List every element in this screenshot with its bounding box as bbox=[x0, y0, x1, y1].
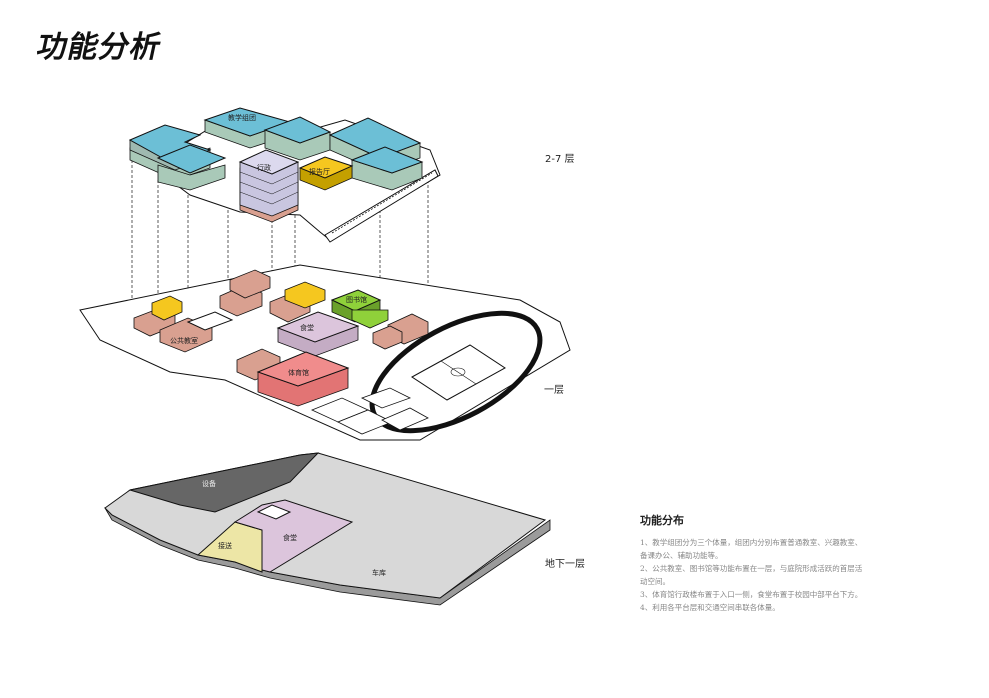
ground-yellow-block bbox=[151, 295, 183, 321]
info-title: 功能分布 bbox=[640, 514, 684, 527]
info-line: 2、公共教室、图书馆等功能布置在一层，与庭院形成活跃的首层活 bbox=[640, 564, 863, 573]
info-line: 3、体育馆行政楼布置于入口一侧，食堂布置于校园中部平台下方。 bbox=[640, 590, 863, 599]
info-line: 动空间。 bbox=[640, 577, 670, 586]
level-label-basement: 地下一层 bbox=[545, 559, 585, 570]
info-line: 1、教学组团分为三个体量，组团内分别布置普通教室、兴趣教室、 bbox=[640, 538, 863, 547]
canteen-block bbox=[276, 311, 360, 357]
admin-block bbox=[238, 149, 300, 223]
gym-block bbox=[256, 351, 350, 407]
label-garage: 车库 bbox=[372, 568, 386, 577]
info-line: 4、利用各平台层和交通空间串联各体量。 bbox=[640, 603, 780, 612]
level-label-upper: 2-7 层 bbox=[545, 154, 575, 165]
level-label-ground: 一层 bbox=[544, 385, 564, 396]
label-admin: 行政 bbox=[257, 163, 271, 172]
sport-courts bbox=[310, 387, 429, 435]
basement-level: 设备 接送 食堂 车库 bbox=[104, 452, 551, 606]
function-distribution-panel: 功能分布 1、教学组团分为三个体量，组团内分别布置普通教室、兴趣教室、 备课办公… bbox=[640, 512, 940, 614]
label-gym: 体育馆 bbox=[288, 368, 309, 377]
label-pickup: 接送 bbox=[218, 541, 232, 550]
label-canteen-ground: 食堂 bbox=[300, 323, 314, 332]
library-block bbox=[330, 289, 389, 329]
label-equipment: 设备 bbox=[202, 479, 216, 488]
teaching-block-right bbox=[328, 117, 424, 191]
label-public-classroom: 公共教室 bbox=[170, 336, 198, 345]
label-canteen-basement: 食堂 bbox=[283, 533, 297, 542]
basement-equipment bbox=[129, 452, 320, 513]
teaching-block-left bbox=[128, 124, 227, 191]
auditorium-block bbox=[298, 156, 354, 191]
upper-bridge bbox=[324, 169, 439, 243]
basement-canteen bbox=[233, 499, 354, 573]
teaching-block-middle bbox=[203, 107, 332, 161]
info-line: 备课办公、辅助功能等。 bbox=[640, 551, 723, 560]
upper-level: 教学组团 行政 报告厅 bbox=[128, 107, 441, 243]
label-auditorium: 报告厅 bbox=[309, 167, 330, 176]
courtyard-outline bbox=[186, 311, 234, 331]
label-library: 图书馆 bbox=[346, 295, 367, 304]
label-teaching-group: 教学组团 bbox=[228, 113, 256, 122]
ground-level: 公共教室 图书馆 食堂 体育馆 bbox=[79, 264, 571, 441]
